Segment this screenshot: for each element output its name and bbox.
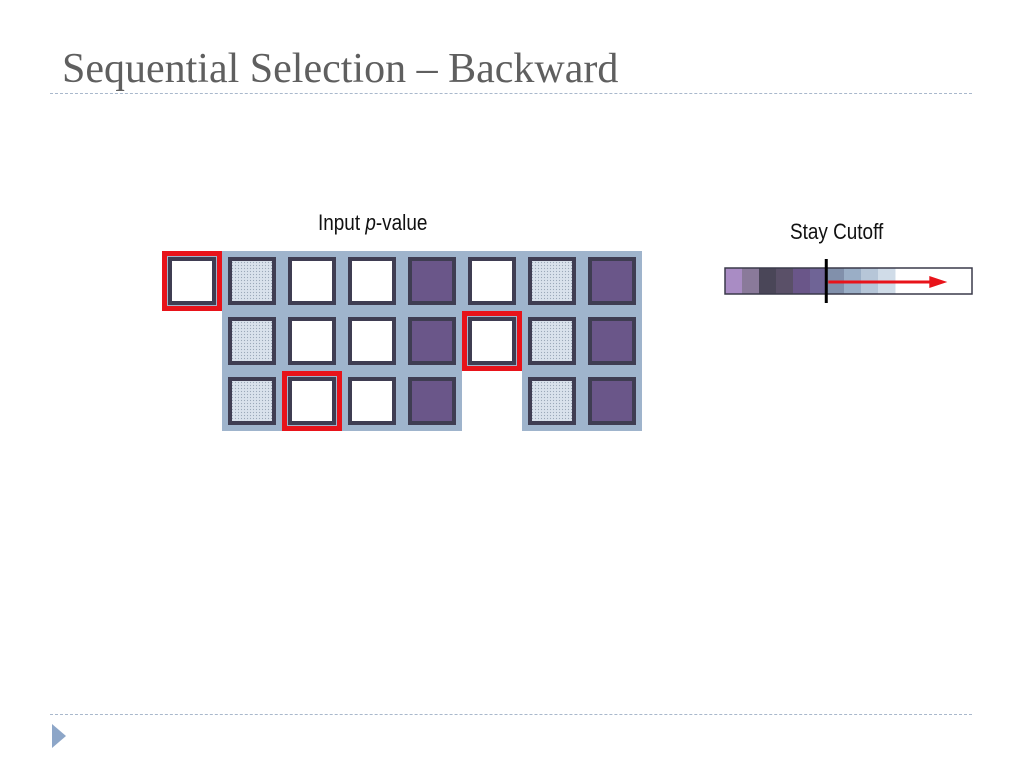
gradient-segment <box>810 268 828 294</box>
gradient-segment <box>793 268 811 294</box>
arrow-right-icon <box>929 276 948 288</box>
bullet-triangle-icon <box>52 724 66 748</box>
pvalue-box-white <box>168 257 216 305</box>
pvalue-box-light <box>528 317 576 365</box>
selected-highlight <box>462 311 522 371</box>
selected-highlight <box>162 251 222 311</box>
pvalue-box-light <box>228 257 276 305</box>
pvalue-box-white <box>348 257 396 305</box>
pvalue-box-light <box>528 257 576 305</box>
pvalue-box-white <box>288 317 336 365</box>
pvalue-box-light <box>228 317 276 365</box>
input-label-suffix: -value <box>375 210 428 235</box>
input-label-prefix: Input <box>318 210 366 235</box>
pvalue-box-purple <box>408 317 456 365</box>
title-divider <box>50 93 972 94</box>
input-label-italic: p <box>365 210 376 235</box>
pvalue-box-purple <box>408 257 456 305</box>
footer-divider <box>50 714 972 715</box>
pvalue-box-white <box>348 317 396 365</box>
pvalue-box-light <box>528 377 576 425</box>
pvalue-box-white <box>288 377 336 425</box>
gradient-segment <box>776 268 794 294</box>
pvalue-box-purple <box>408 377 456 425</box>
stay-cutoff-label: Stay Cutoff <box>790 219 884 244</box>
slide-title: Sequential Selection – Backward <box>62 46 619 92</box>
gradient-segment <box>725 268 743 294</box>
pvalue-box-purple <box>588 257 636 305</box>
pvalue-box-purple <box>588 377 636 425</box>
pvalue-box-white <box>348 377 396 425</box>
pvalue-box-white <box>468 317 516 365</box>
gradient-segment <box>742 268 760 294</box>
pvalue-box-white <box>468 257 516 305</box>
selected-highlight <box>282 371 342 431</box>
pvalue-box-white <box>288 257 336 305</box>
pvalue-box-purple <box>588 317 636 365</box>
gradient-segment <box>759 268 777 294</box>
input-pvalue-label: Input p-value <box>318 210 427 236</box>
pvalue-box-light <box>228 377 276 425</box>
cutoff-scale-frame <box>724 267 973 295</box>
